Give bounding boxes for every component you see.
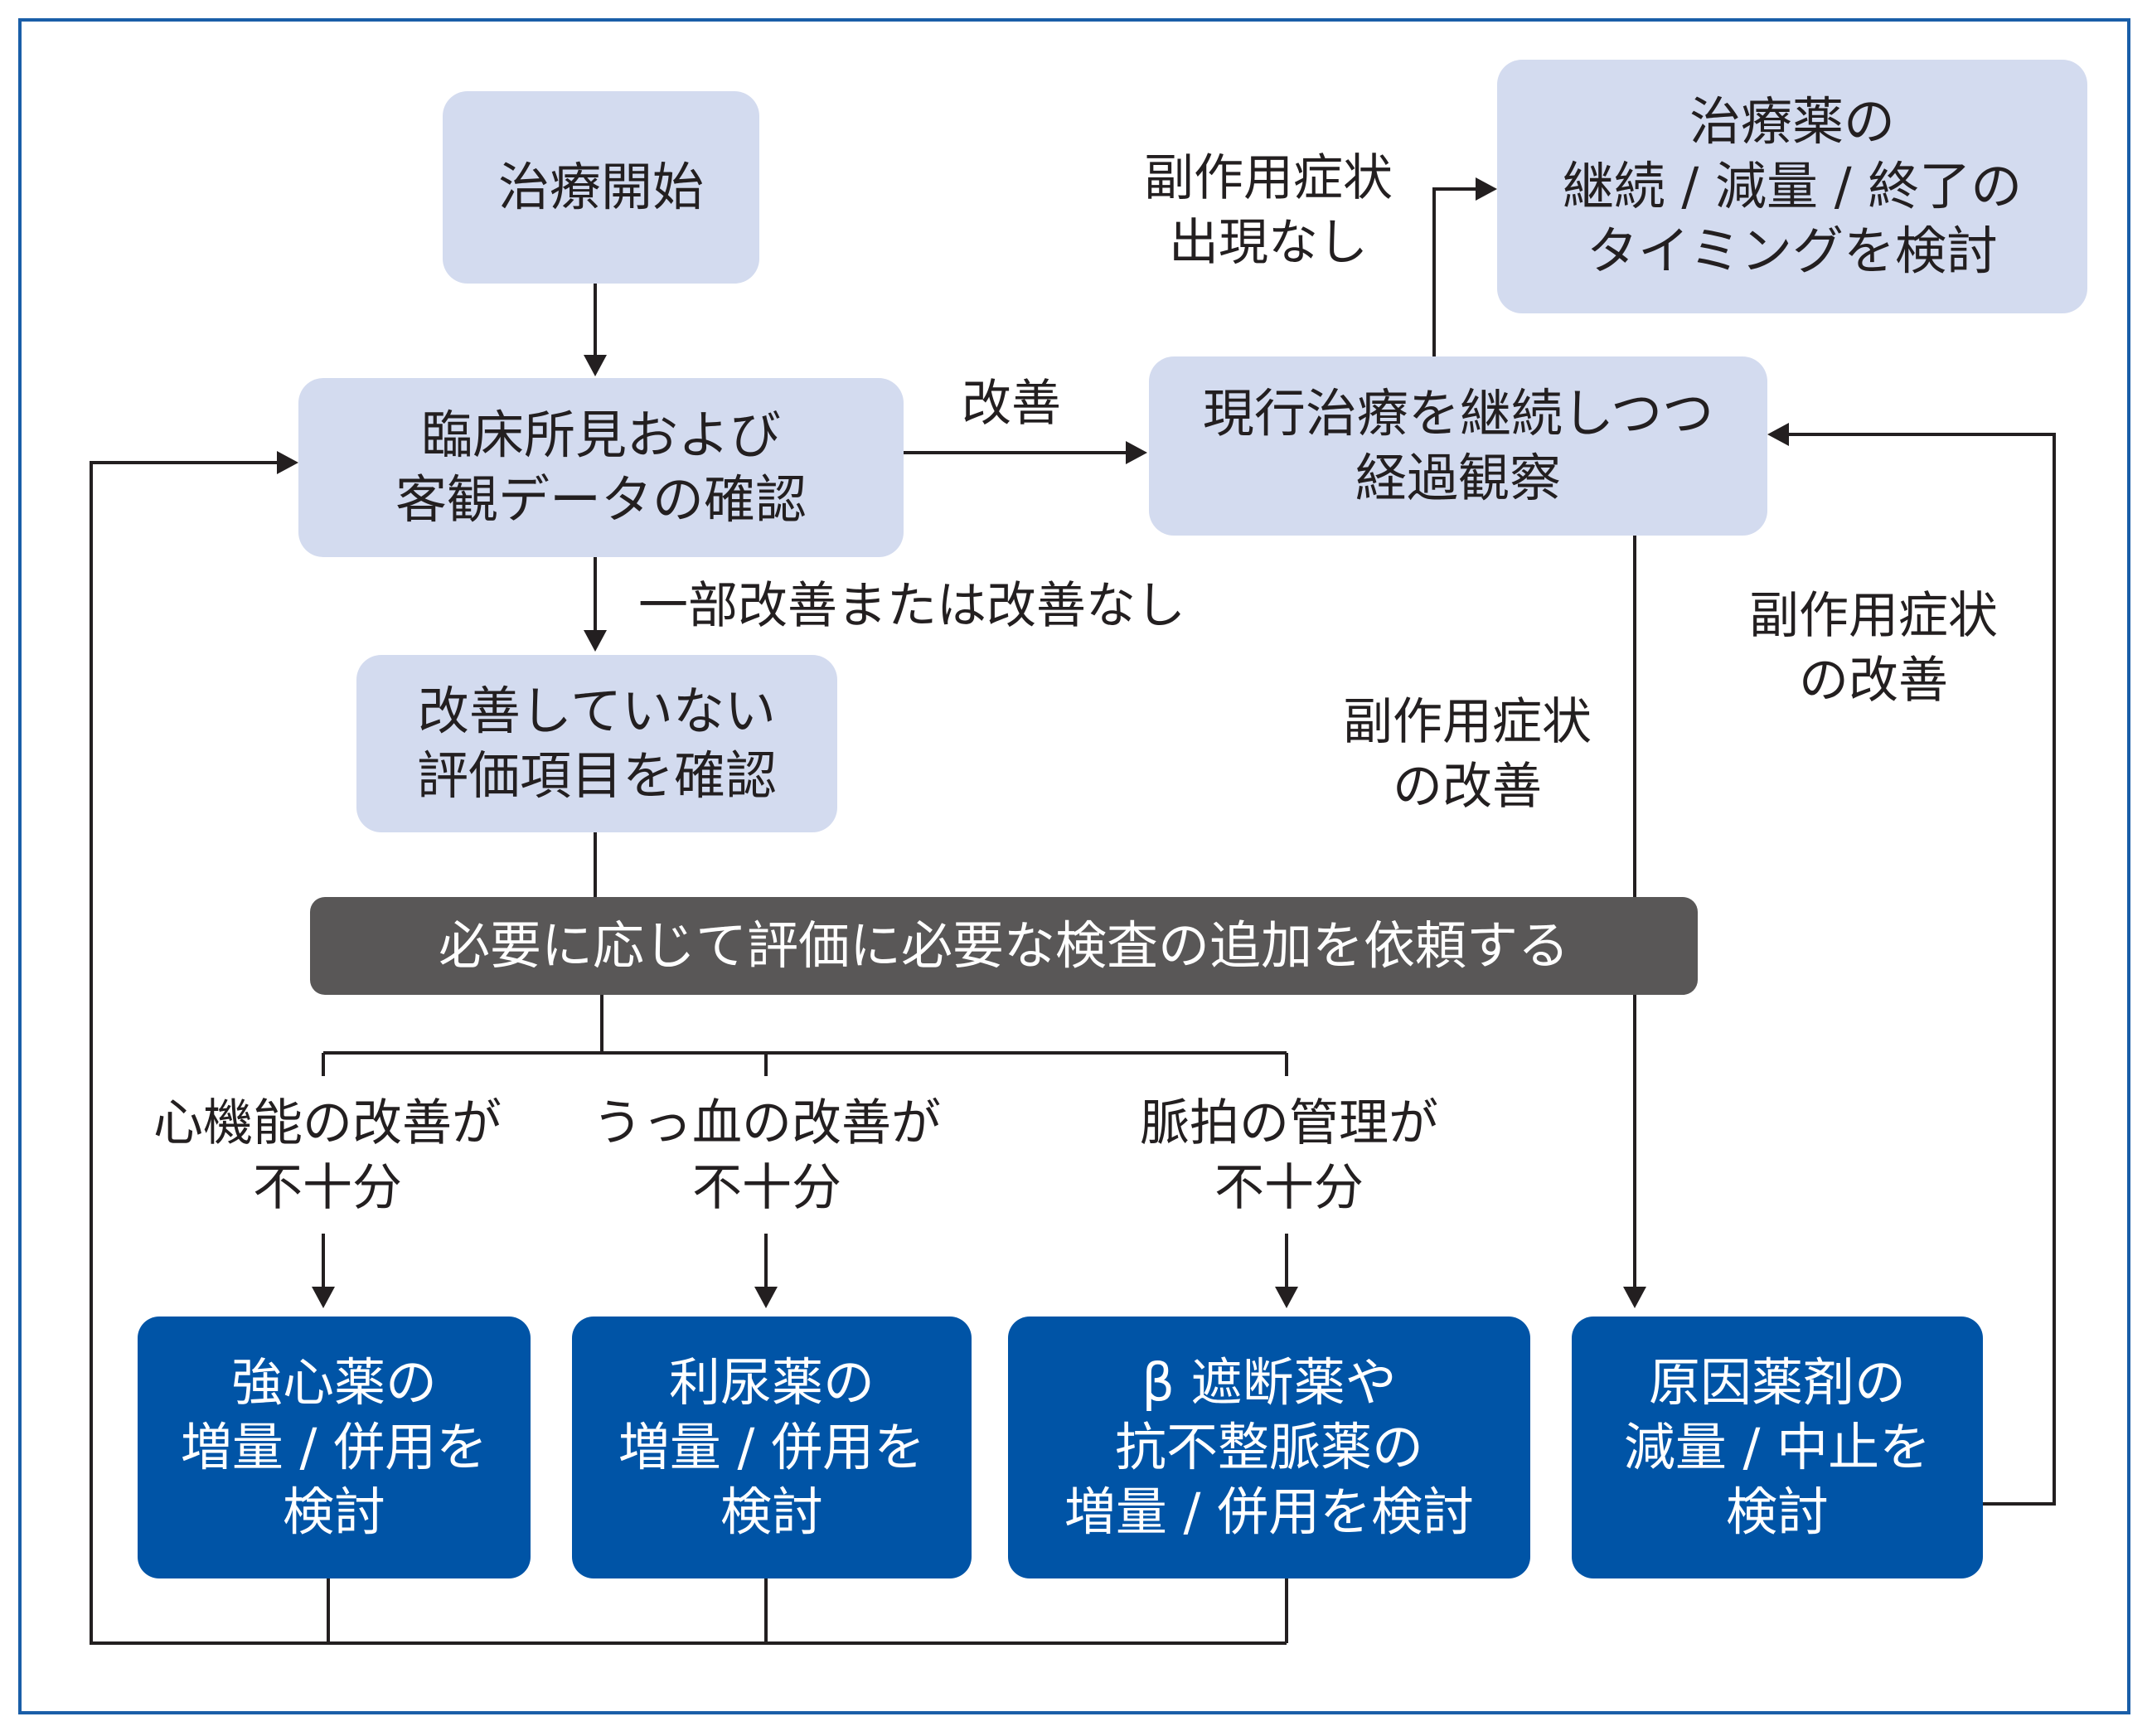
label-side-effect-improved-right: 副作用症状 の改善: [1749, 587, 1998, 710]
label-partial-or-none: 一部改善または改善なし: [638, 577, 1185, 635]
arrow-continue-return-head: [1767, 423, 1789, 446]
label-pulse-insufficient: 脈拍の管理が 不十分: [1140, 1094, 1438, 1217]
label-cardiac-insufficient: 心機能の改善が 不十分: [153, 1094, 502, 1217]
node-check-findings: 臨床所見および 客観データの確認: [298, 378, 904, 557]
label-improved: 改善: [962, 375, 1061, 433]
arrow-continue-head: [1126, 441, 1147, 464]
arrow-causative-head: [1623, 1287, 1646, 1308]
node-timing: 治療薬の 継続 / 減量 / 終了の タイミングを検討: [1497, 60, 2087, 313]
arrow-inotrope-head: [312, 1287, 335, 1308]
node-check-items: 改善していない 評価項目を確認: [356, 655, 837, 832]
node-add-tests: 必要に応じて評価に必要な検査の追加を依頼する: [310, 897, 1698, 995]
label-side-effect-improved-left: 副作用症状 の改善: [1343, 693, 1592, 816]
arrow-timing-head: [1476, 177, 1497, 201]
node-start: 治療開始: [443, 91, 759, 284]
arrow-beta-head: [1275, 1287, 1298, 1308]
arrow-items-head: [584, 630, 607, 652]
label-no-side-effects: 副作用症状 出現なし: [1144, 149, 1393, 272]
label-congestion-insufficient: うっ血の改善が 不十分: [593, 1094, 941, 1217]
arrow-diuretic-head: [754, 1287, 778, 1308]
arrow-continue-to-timing: [1432, 187, 1481, 358]
node-causative-drug: 原因薬剤の 減量 / 中止を 検討: [1572, 1317, 1983, 1578]
arrow-feedback-head: [277, 451, 298, 474]
line-feedback-loop: [90, 461, 1287, 1645]
node-continue-observe: 現行治療を継続しつつ 経過観察: [1149, 356, 1767, 536]
node-inotrope: 強心薬の 増量 / 併用を 検討: [138, 1317, 531, 1578]
arrow-start-head: [584, 355, 607, 376]
node-diuretic: 利尿薬の 増量 / 併用を 検討: [572, 1317, 972, 1578]
diagram-frame: [18, 18, 2130, 1714]
node-beta-blocker: β 遮断薬や 抗不整脈薬の 増量 / 併用を検討: [1008, 1317, 1530, 1578]
arrow-causative-to-continue: [1782, 433, 2056, 1506]
